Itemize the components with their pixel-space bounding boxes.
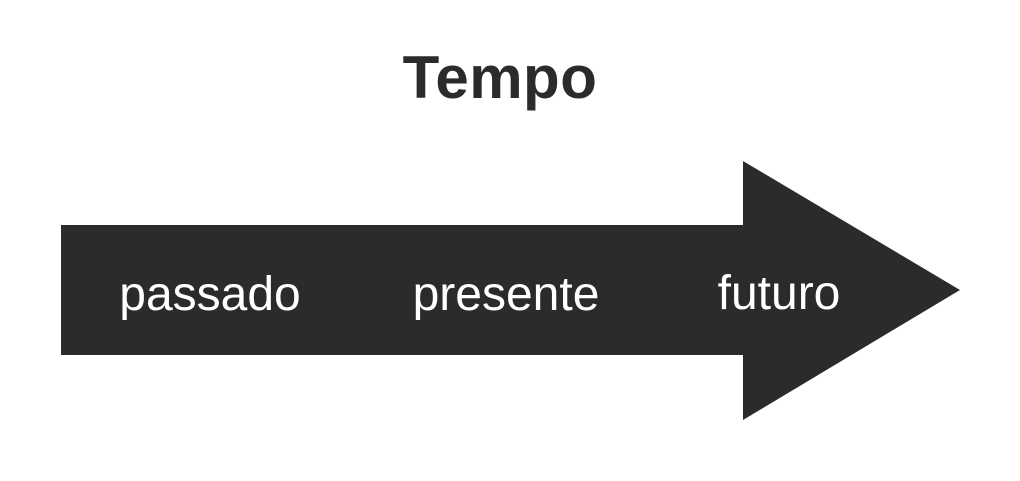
arrow-label-futuro: futuro [717, 267, 841, 320]
diagram-title: Tempo [402, 44, 598, 111]
arrow-shape [61, 161, 960, 420]
arrow-label-presente: presente [412, 268, 600, 321]
arrow-label-passado: passado [119, 268, 301, 321]
